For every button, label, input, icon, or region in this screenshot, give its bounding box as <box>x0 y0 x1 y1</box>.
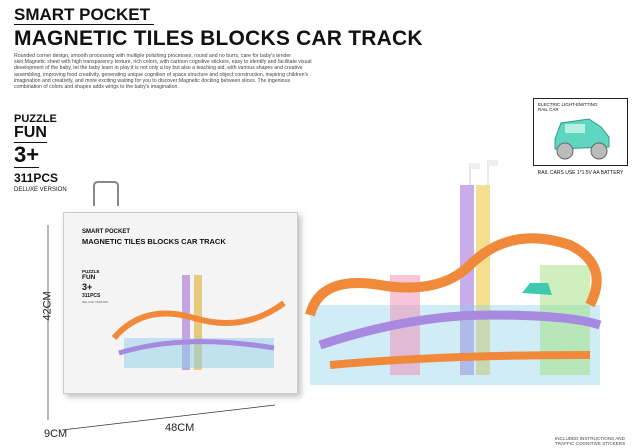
product-box: SMART POCKET MAGNETIC TILES BLOCKS CAR T… <box>63 212 298 394</box>
fun-label: FUN <box>14 124 47 143</box>
box-title: MAGNETIC TILES BLOCKS CAR TRACK <box>82 237 226 246</box>
depth-dimension: 9CM <box>44 428 68 440</box>
box-puzzle: PUZZLE <box>82 269 100 274</box>
version-label: DELUXE VERSION <box>14 187 67 193</box>
box-version: DELUXE VERSION <box>82 300 109 304</box>
pieces-count: 311PCS <box>14 171 59 185</box>
product-title: MAGNETIC TILES BLOCKS CAR TRACK <box>14 27 423 50</box>
included-note: INCLUDED INSTRUCTIONS AND TRAFFIC COGNIT… <box>555 436 626 446</box>
product-description: Rounded corner design, smooth processing… <box>14 53 312 91</box>
box-pieces: 311PCS <box>82 293 101 299</box>
box-handle <box>93 181 119 206</box>
car-inset-label: ELECTRIC LIGHT-EMITTING RAIL CAR <box>538 102 598 112</box>
car-inset: ELECTRIC LIGHT-EMITTING RAIL CAR <box>533 98 628 166</box>
box-track-image <box>111 275 286 370</box>
puzzle-label: PUZZLE <box>14 113 57 125</box>
assembled-track-image <box>305 160 602 385</box>
width-dimension: 48CM <box>165 422 195 434</box>
battery-note: RAIL CARS USE 1*1.5V AA BATTERY <box>537 170 624 176</box>
car-on-track <box>522 283 552 295</box>
brand-name: SMART POCKET <box>14 5 154 25</box>
age-label: 3+ <box>14 142 40 168</box>
box-age: 3+ <box>82 282 93 292</box>
box-brand: SMART POCKET <box>82 229 130 235</box>
rail-car-image <box>554 118 610 160</box>
box-fun: FUN <box>82 274 96 281</box>
height-dimension: 42CM <box>41 291 54 321</box>
